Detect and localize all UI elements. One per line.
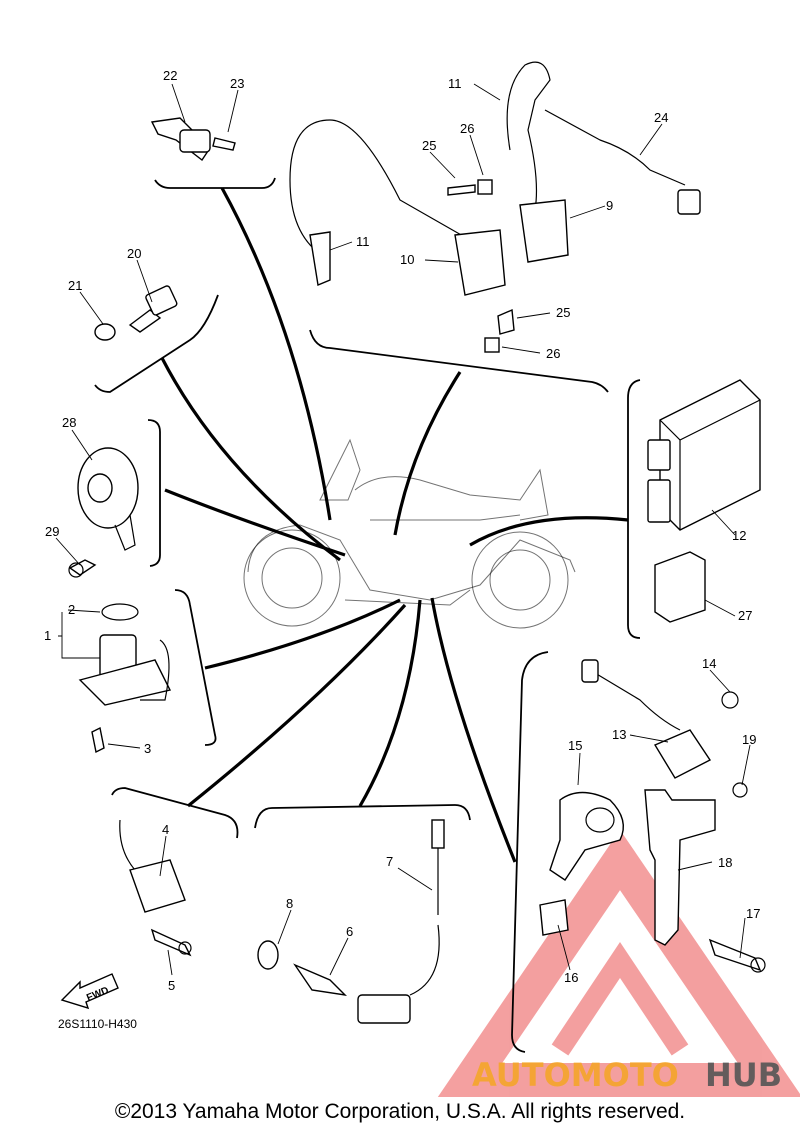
leader-lines: [160, 187, 629, 863]
group-brackets: [94, 177, 641, 1053]
callout-25-bottom: 25: [556, 305, 570, 320]
callout-6: 6: [346, 924, 353, 939]
fwd-arrow-icon: FWD: [60, 973, 119, 1010]
throttle-sensor-parts: [539, 659, 766, 973]
part-4-assembly: [119, 819, 192, 957]
callout-27: 27: [738, 608, 752, 623]
part-1-assembly: [78, 603, 172, 754]
callout-leads: [55, 83, 751, 976]
callout-17: 17: [746, 906, 760, 921]
callout-25-top: 25: [422, 138, 436, 153]
callout-16: 16: [564, 970, 578, 985]
callout-9: 9: [606, 198, 613, 213]
callout-22: 22: [163, 68, 177, 83]
callout-2: 2: [68, 602, 75, 617]
sensor-part-22: [150, 117, 236, 162]
callout-24: 24: [654, 110, 668, 125]
sensor-part-20: [94, 285, 178, 341]
callout-26-bottom: 26: [546, 346, 560, 361]
callout-3: 3: [144, 741, 151, 756]
callout-26-top: 26: [460, 121, 474, 136]
part-6-7-8-assembly: [257, 819, 445, 1024]
ecu-part: [647, 379, 761, 623]
callout-28: 28: [62, 415, 76, 430]
callout-14: 14: [702, 656, 716, 671]
diagram-code: 26S1110-H430: [58, 1017, 137, 1031]
callout-13: 13: [612, 727, 626, 742]
callout-5: 5: [168, 978, 175, 993]
watermark-part1: AUTOMOTO: [472, 1056, 679, 1094]
callout-12: 12: [732, 528, 746, 543]
callout-8: 8: [286, 896, 293, 911]
callout-4: 4: [162, 822, 169, 837]
horn-part: [68, 447, 139, 578]
callout-1: 1: [44, 628, 51, 643]
copyright-notice: ©2013 Yamaha Motor Corporation, U.S.A. A…: [114, 1100, 686, 1123]
callout-21: 21: [68, 278, 82, 293]
callout-10: 10: [400, 252, 414, 267]
callout-11-top: 11: [448, 76, 462, 91]
callout-19: 19: [742, 732, 756, 747]
motorcycle-outline: [243, 438, 576, 629]
callout-18: 18: [718, 855, 732, 870]
watermark-part2: HUB: [705, 1056, 782, 1094]
ignition-coil-parts: [289, 61, 701, 353]
callout-29: 29: [45, 524, 59, 539]
callout-7: 7: [386, 854, 393, 869]
callout-23: 23: [230, 76, 244, 91]
watermark-text: AUTOMOTO HUB: [472, 1056, 782, 1094]
callout-20: 20: [127, 246, 141, 261]
callout-11-left: 11: [356, 234, 370, 249]
callout-15: 15: [568, 738, 582, 753]
callout-numbers: 22 23 20 21 28 29 2 1 3 4 5 8 6 7 11 10 …: [44, 68, 760, 993]
watermark-logo: [437, 829, 800, 1097]
